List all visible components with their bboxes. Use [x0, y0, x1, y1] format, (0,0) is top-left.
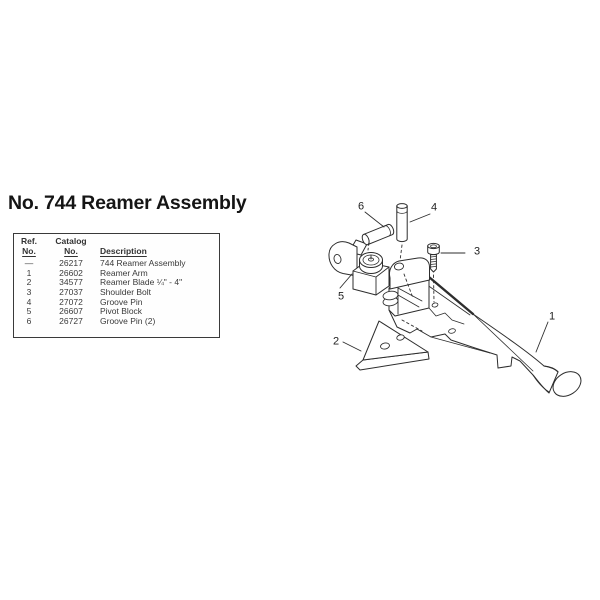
- table-cell-desc: Reamer Blade ¼" - 4": [100, 277, 183, 288]
- table-cell-ref: 4: [26, 296, 32, 307]
- table-row: 1 26602 Reamer Arm: [14, 267, 219, 279]
- header-ref-no: Ref. No.: [14, 236, 44, 256]
- table-cell-ref: 2: [26, 277, 32, 288]
- parts-table: Ref. No. Catalog No. Description — 26217 7…: [13, 233, 220, 338]
- shoulder-bolt-drawing: [427, 242, 440, 273]
- callout-6: 6: [357, 200, 365, 213]
- callout-5: 5: [337, 290, 345, 303]
- header-catalog-line1: Catalog: [55, 236, 87, 246]
- arm-handle-bell: [552, 371, 582, 397]
- parts-table-header: Ref. No. Catalog No. Description: [14, 236, 219, 256]
- table-cell-desc: 744 Reamer Assembly: [100, 258, 186, 269]
- table-cell-ref: 1: [26, 267, 32, 278]
- table-row: — 26217 744 Reamer Assembly: [14, 259, 219, 269]
- table-row: 3 27037 Shoulder Bolt: [14, 286, 219, 298]
- table-cell-cat: 26727: [59, 315, 83, 326]
- reamer-blade-drawing: [355, 320, 430, 371]
- reamer-assembly-drawing: [328, 203, 582, 397]
- callout-1: 1: [548, 310, 556, 323]
- callout-4: 4: [430, 201, 438, 214]
- header-description-label: Description: [100, 245, 147, 256]
- table-row: 6 26727 Groove Pin (2): [14, 315, 219, 327]
- table-cell-ref: —: [24, 258, 34, 269]
- table-cell-desc: Pivot Block: [100, 306, 143, 317]
- table-row: 5 26607 Pivot Block: [14, 307, 219, 317]
- table-cell-cat: 26607: [59, 306, 83, 317]
- header-catalog-no: Catalog No.: [44, 236, 98, 256]
- parts-table-rows: — 26217 744 Reamer Assembly 1 26602 Reamer Ar…: [14, 259, 219, 326]
- table-cell-cat: 34577: [59, 277, 83, 288]
- header-description: Description: [98, 237, 219, 256]
- table-cell-desc: Groove Pin (2): [100, 315, 156, 326]
- groove-pin-6-drawing: [361, 223, 395, 246]
- reamer-arm-drawing: [388, 270, 582, 397]
- pivot-block-drawing: [328, 239, 390, 296]
- callout-leader-lines: [339, 211, 549, 353]
- arm-clevis-drawing: [382, 257, 430, 317]
- table-row: 2 34577 Reamer Blade ¼" - 4": [14, 278, 219, 288]
- header-catalog-line2: No.: [64, 245, 78, 256]
- table-cell-cat: 26602: [59, 267, 83, 278]
- table-cell-cat: 27072: [59, 296, 83, 307]
- table-cell-ref: 6: [26, 315, 32, 326]
- header-ref-line2: No.: [22, 245, 36, 256]
- table-cell-cat: 26217: [59, 258, 83, 269]
- exploded-view-diagram: [300, 190, 600, 410]
- table-cell-desc: Shoulder Bolt: [100, 286, 152, 297]
- table-cell-desc: Reamer Arm: [100, 267, 148, 278]
- page-title: No. 744 Reamer Assembly: [8, 192, 247, 214]
- groove-pin-4-drawing: [396, 203, 408, 243]
- callout-3: 3: [473, 245, 481, 258]
- table-cell-cat: 27037: [59, 286, 83, 297]
- table-cell-desc: Groove Pin: [100, 296, 143, 307]
- assembly-dashed-lines: [367, 242, 435, 332]
- callout-2: 2: [332, 335, 340, 348]
- table-cell-ref: 5: [26, 306, 32, 317]
- header-ref-line1: Ref.: [20, 236, 38, 246]
- table-row: 4 27072 Groove Pin: [14, 296, 219, 308]
- table-cell-ref: 3: [26, 286, 32, 297]
